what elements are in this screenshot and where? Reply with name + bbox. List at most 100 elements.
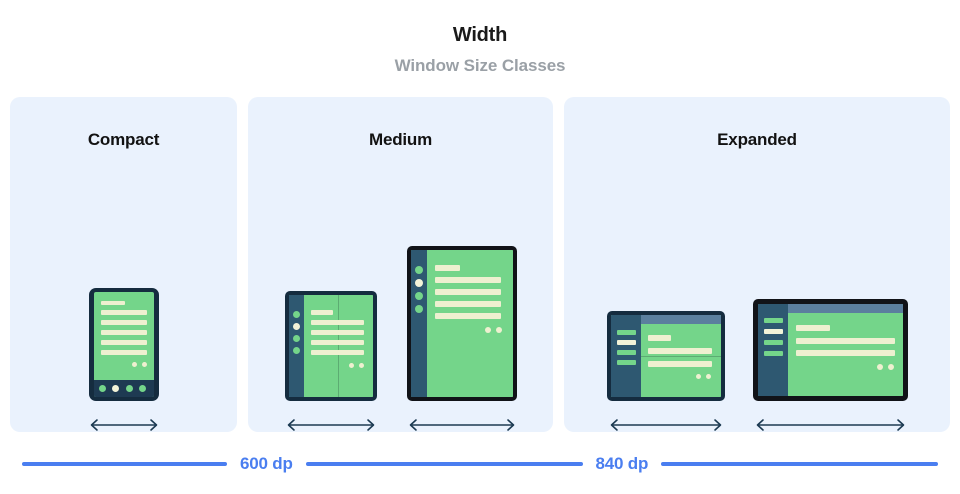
tablet-portrait-content	[426, 250, 513, 397]
page-title: Width	[452, 24, 508, 46]
foldable-portrait-content	[303, 295, 373, 397]
content-bar	[310, 340, 364, 345]
foldable-portrait-device	[284, 291, 377, 401]
content-bar	[100, 340, 147, 345]
trailing-dot	[131, 362, 137, 367]
width-arrow-tablet-landscape	[756, 419, 904, 431]
phone-bottom-nav	[93, 380, 154, 397]
rail-line-segment	[661, 462, 938, 466]
device-column	[284, 291, 378, 432]
breakpoint-label-840dp: 840 dp	[595, 454, 649, 473]
nav-rail	[610, 315, 641, 397]
rail-bar	[763, 340, 783, 345]
trailing-dot	[484, 327, 491, 333]
width-arrow-tablet-portrait	[409, 419, 514, 431]
app-top-bar	[640, 315, 721, 324]
rail-dot	[414, 266, 423, 274]
nav-rail	[757, 304, 788, 396]
content-bar	[310, 320, 364, 325]
content-bar	[310, 330, 364, 335]
content-bar	[434, 301, 501, 307]
tablet-landscape-screen	[757, 304, 903, 396]
content-bar	[434, 313, 501, 319]
device-column	[606, 311, 725, 432]
trailing-dot	[695, 374, 701, 379]
content-bar	[100, 330, 147, 335]
content-bar	[795, 325, 830, 331]
rail-bar	[763, 351, 783, 356]
panel-expanded: Expanded	[564, 97, 950, 432]
fold-line	[640, 356, 721, 357]
rail-bar	[616, 350, 636, 355]
phone-device	[88, 288, 159, 401]
rail-dot-active	[292, 323, 300, 330]
content-bar	[434, 265, 460, 271]
size-class-panels: Compact	[10, 97, 950, 432]
nav-dot	[138, 385, 146, 392]
content-bar	[434, 289, 501, 295]
rail-dot	[414, 292, 423, 300]
foldable-portrait-screen	[288, 295, 373, 397]
content-bar	[100, 320, 147, 325]
tablet-landscape-device	[752, 299, 908, 401]
content-bar	[100, 310, 147, 315]
nav-dot	[125, 385, 133, 392]
rail-bar	[616, 330, 636, 335]
width-arrow-compact	[90, 419, 157, 431]
trailing-dot	[876, 364, 883, 370]
tablet-portrait-screen	[410, 250, 513, 397]
nav-rail	[288, 295, 304, 397]
content-bar	[795, 350, 895, 356]
rail-line-segment	[22, 462, 227, 466]
header: Width Window Size Classes	[0, 0, 960, 76]
content-bar	[100, 350, 147, 355]
device-group-medium	[248, 174, 553, 432]
device-group-expanded	[564, 174, 950, 432]
foldable-landscape-device	[606, 311, 725, 401]
device-group-compact	[10, 174, 237, 432]
nav-dot-active	[111, 385, 119, 392]
phone-screen	[93, 292, 154, 397]
tablet-landscape-content	[787, 304, 903, 396]
device-column	[752, 299, 908, 432]
rail-bar	[763, 318, 783, 323]
trailing-dot	[348, 363, 354, 368]
rail-bar-active	[763, 329, 783, 334]
content-bar	[795, 338, 895, 344]
device-column	[406, 246, 518, 432]
panel-label-expanded: Expanded	[717, 130, 797, 149]
content-bar	[647, 335, 671, 341]
trailing-dot	[887, 364, 894, 370]
nav-dot	[98, 385, 106, 392]
breakpoint-label-600dp: 600 dp	[240, 454, 293, 473]
content-bar	[310, 310, 333, 315]
device-column	[87, 288, 161, 432]
breakpoint-rail: 600 dp 840 dp	[0, 449, 960, 479]
panel-label-medium: Medium	[368, 130, 433, 149]
content-bar	[100, 301, 125, 305]
content-bar	[310, 350, 364, 355]
app-top-bar	[787, 304, 903, 313]
foldable-landscape-content	[640, 315, 721, 397]
rail-bar-active	[616, 340, 636, 345]
content-bar	[434, 277, 501, 283]
page-subtitle: Window Size Classes	[394, 56, 566, 75]
rail-line-segment	[305, 462, 583, 466]
content-bar	[647, 348, 712, 354]
trailing-dot	[705, 374, 711, 379]
content-bar	[647, 361, 712, 367]
width-arrow-foldable-portrait	[287, 419, 374, 431]
nav-rail	[410, 250, 427, 397]
fold-line	[337, 295, 339, 397]
rail-dot	[292, 311, 300, 318]
panel-label-compact: Compact	[87, 130, 160, 149]
trailing-dot	[495, 327, 502, 333]
trailing-dot	[358, 363, 364, 368]
rail-dot	[414, 305, 423, 313]
panel-medium: Medium	[248, 97, 553, 432]
rail-dot-active	[414, 279, 423, 287]
trailing-dot	[141, 362, 147, 367]
tablet-portrait-device	[406, 246, 517, 401]
width-arrow-foldable-landscape	[610, 419, 721, 431]
